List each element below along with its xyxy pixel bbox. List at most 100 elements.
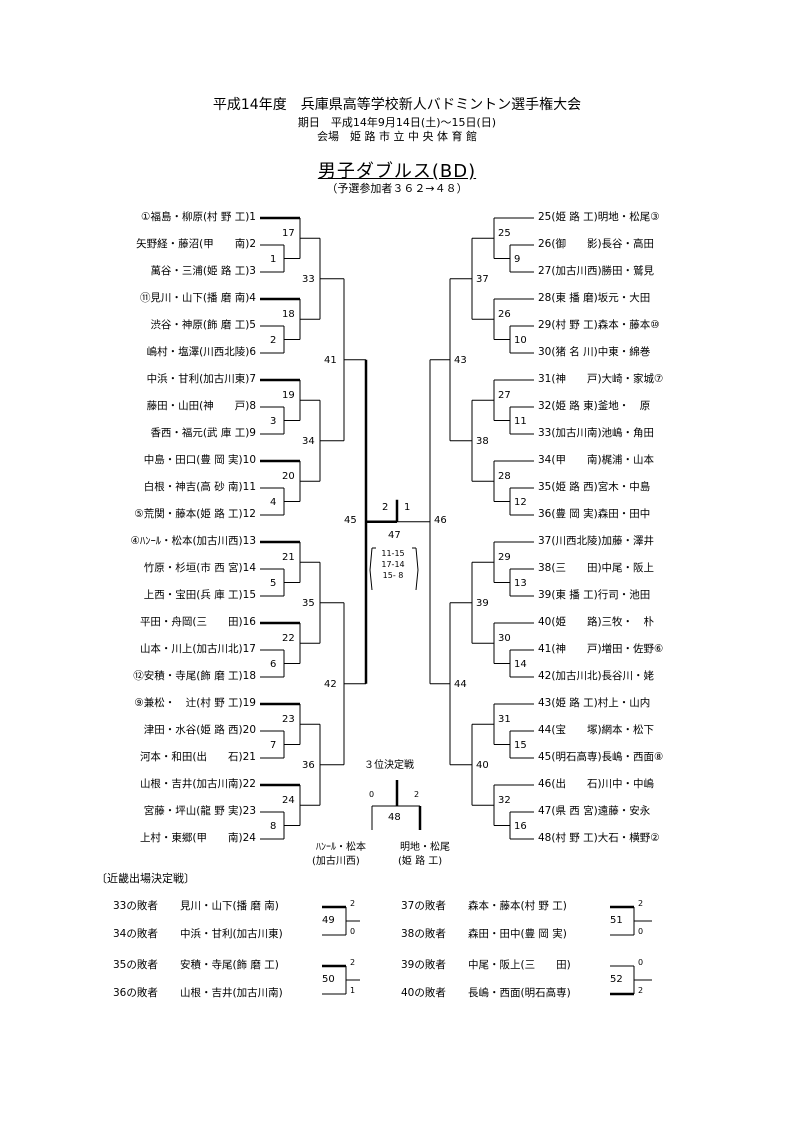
match-number: 1 (270, 253, 277, 265)
player-left: ①福島・柳原(村 野 工)1 (141, 211, 256, 223)
player-right: 47(県 西 宮)遠藤・安永 (538, 805, 651, 817)
consolation-from-right: 38の敗者 (401, 928, 446, 940)
consolation-player-left: 安積・寺尾(飾 磨 工) (180, 959, 279, 971)
match-number: 17 (282, 228, 295, 240)
consolation-from-right: 37の敗者 (401, 900, 446, 912)
player-right: 31(神 戸)大崎・家城⑦ (538, 373, 664, 385)
player-left: 白根・神吉(高 砂 南)11 (143, 481, 256, 493)
tournament-title: 平成14年度 兵庫県高等学校新人バドミントン選手権大会 (212, 97, 582, 113)
finalist-right-school: (姫 路 工) (398, 856, 443, 867)
match-number: 2 (270, 334, 277, 346)
consolation-score-left: 2 (350, 958, 356, 967)
match-number: 14 (514, 658, 527, 670)
third-place-label: ３位決定戦 (364, 760, 414, 771)
consolation-player-right: 長嶋・西面(明石高専) (468, 987, 571, 999)
player-right: 28(東 播 磨)坂元・大田 (538, 292, 651, 304)
player-right: 45(明石高専)長嶋・西面⑧ (538, 751, 664, 763)
consolation-player-right: 森本・藤本(村 野 工) (468, 900, 567, 912)
player-right: 34(甲 南)梶浦・山本 (538, 454, 655, 466)
match-number: 16 (514, 820, 527, 832)
match-number: 29 (498, 552, 511, 564)
final-score-right: 1 (404, 501, 411, 513)
consolation-from-left: 34の敗者 (113, 928, 158, 940)
match-number: 22 (282, 633, 295, 645)
player-right: 42(加古川北)長谷川・姥 (538, 670, 655, 682)
consolation-from-left: 33の敗者 (113, 900, 158, 912)
player-right: 32(姫 路 東)釜地・ 原 (538, 400, 651, 412)
match-number: 21 (282, 552, 295, 564)
match-number: 25 (498, 228, 511, 240)
consolation-from-right: 40の敗者 (401, 987, 446, 999)
bracket-line (369, 569, 373, 591)
event-title: 男子ダブルス(BD) (0, 157, 794, 183)
player-left: ⑫安積・寺尾(飾 磨 工)18 (133, 670, 256, 682)
player-right: 41(神 戸)増田・佐野⑥ (538, 643, 664, 655)
match-number: 33 (302, 273, 315, 285)
event-title-text: 男子ダブルス(BD) (317, 161, 477, 182)
player-right: 33(加古川南)池嶋・角田 (538, 427, 655, 439)
player-left: 香西・福元(武 庫 工)9 (150, 427, 256, 439)
player-left: ⑨兼松・ 辻(村 野 工)19 (134, 697, 256, 709)
player-left: 藤田・山田(神 戸)8 (146, 400, 256, 412)
player-left: 山根・吉井(加古川南)22 (139, 778, 256, 790)
match-number: 47 (388, 529, 401, 541)
match-number: 4 (270, 496, 277, 508)
match-number: 13 (514, 577, 527, 589)
tournament-date: 期日 平成14年9月14日(土)～15日(日) (297, 116, 497, 129)
player-left: ⑪見川・山下(播 磨 南)4 (139, 292, 256, 304)
consolation-score-right: 2 (638, 986, 644, 995)
consolation-from-left: 35の敗者 (113, 959, 158, 971)
player-left: 嶋村・塩澤(川西北陵)6 (146, 346, 256, 358)
consolation-score-left: 2 (350, 899, 356, 908)
match-number: 34 (302, 435, 315, 447)
match-number: 24 (282, 795, 295, 807)
player-left: 中浜・甘利(加古川東)7 (146, 373, 256, 385)
match-number: 43 (454, 354, 467, 366)
player-left: 渋谷・神原(飾 磨 工)5 (150, 319, 256, 331)
tournament-venue: 会場 姫 路 市 立 中 央 体 育 館 (317, 130, 477, 143)
match-number: 27 (498, 390, 511, 402)
match-number: 45 (344, 514, 357, 526)
consolation-match-number: 51 (610, 915, 623, 926)
consolation-score-left: 0 (350, 927, 356, 936)
match-number: 11 (514, 415, 527, 427)
player-right: 27(加古川西)勝田・鷲見 (538, 265, 655, 277)
consolation-score-right: 2 (638, 899, 644, 908)
match-number: 48 (388, 812, 401, 823)
player-right: 26(御 影)長谷・高田 (538, 238, 655, 250)
match-number: 38 (476, 435, 489, 447)
match-number: 26 (498, 309, 511, 321)
consolation-match-number: 52 (610, 974, 623, 985)
player-right: 46(出 石)川中・中嶋 (538, 778, 655, 790)
consolation-from-left: 36の敗者 (113, 987, 158, 999)
player-left: 山本・川上(加古川北)17 (139, 643, 256, 655)
match-number: 15 (514, 739, 527, 751)
player-right: 35(姫 路 西)宮木・中島 (538, 481, 651, 493)
player-left: 竹原・杉垣(市 西 宮)14 (143, 562, 256, 574)
match-number: 23 (282, 714, 295, 726)
finalist-left-school: (加古川西) (312, 856, 360, 867)
consolation-title: 〔近畿出場決定戦〕 (96, 872, 195, 885)
player-left: 萬谷・三浦(姫 路 工)3 (150, 265, 256, 277)
bracket-line (415, 547, 419, 571)
player-left: ⑤荒関・藤本(姫 路 工)12 (134, 508, 256, 520)
match-number: 6 (270, 658, 277, 670)
player-left: ④ﾊﾝｰﾙ・松本(加古川西)13 (130, 535, 256, 547)
player-left: 中島・田口(豊 岡 実)10 (143, 454, 256, 466)
player-right: 43(姫 路 工)村上・山内 (538, 697, 651, 709)
match-number: 44 (454, 678, 467, 690)
match-number: 32 (498, 795, 511, 807)
player-left: 平田・舟岡(三 田)16 (139, 616, 256, 628)
finalist-right-name: 明地・松尾 (400, 842, 450, 853)
match-number: 42 (324, 678, 337, 690)
third-score-left: 0 (369, 790, 375, 799)
match-number: 9 (514, 253, 521, 265)
player-left: 宮藤・坪山(龍 野 実)23 (143, 805, 256, 817)
match-number: 37 (476, 273, 489, 285)
match-number: 31 (498, 714, 511, 726)
player-right: 37(川西北陵)加藤・澤井 (538, 535, 655, 547)
entry-count: （予選参加者３６２→４８） (326, 182, 468, 195)
match-number: 3 (270, 415, 277, 427)
consolation-player-left: 見川・山下(播 磨 南) (180, 900, 279, 912)
